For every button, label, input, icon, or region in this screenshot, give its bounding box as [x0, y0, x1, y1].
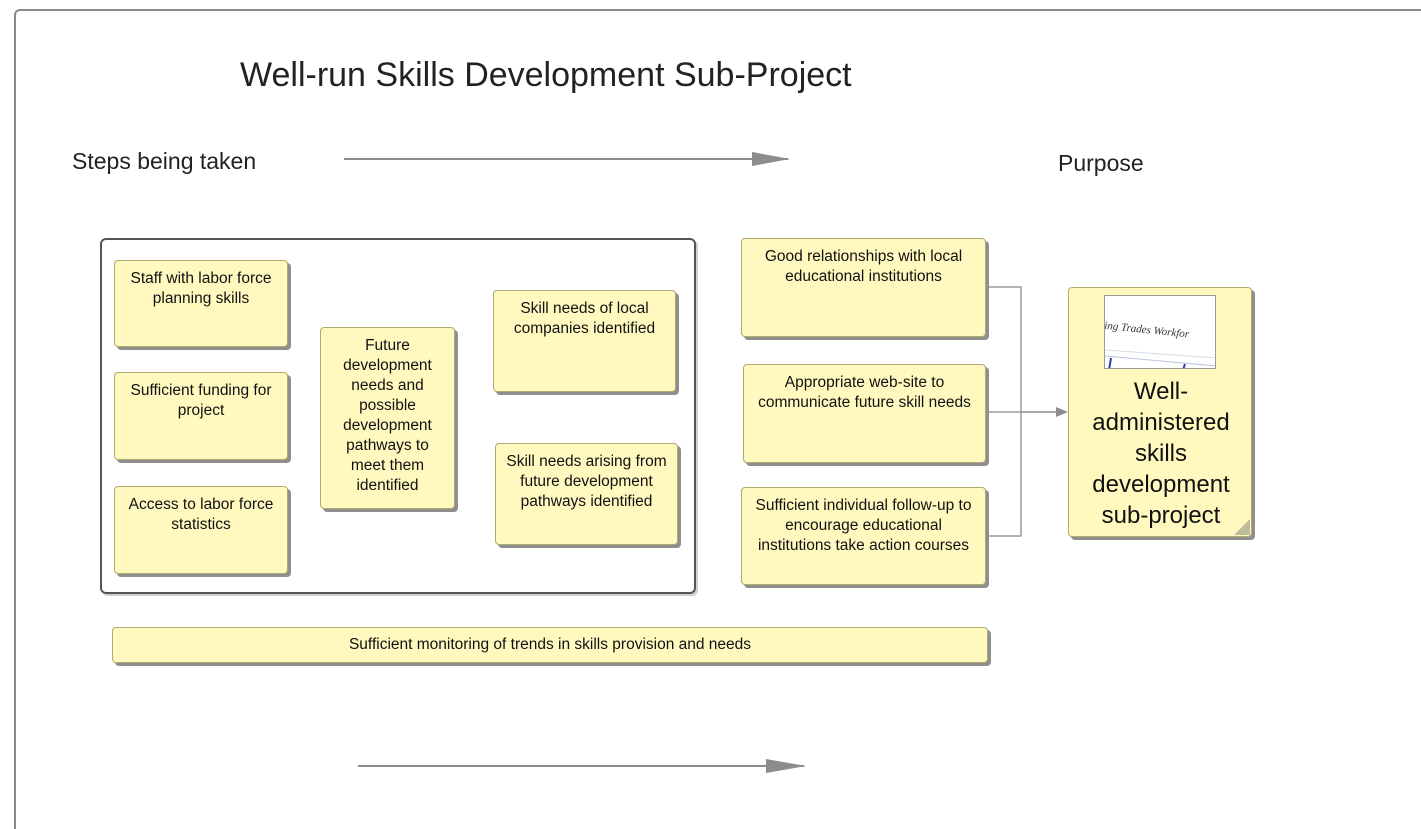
monitoring-note-text: Sufficient monitoring of trends in skill…	[348, 636, 752, 653]
step-note-text: Access to labor force statistics	[128, 496, 274, 533]
top-arrowhead	[752, 152, 790, 166]
step-note-text: Future development needs and possible de…	[343, 337, 432, 494]
outcome-note-text: Good relationships with local educationa…	[764, 248, 963, 285]
step-note[interactable]: Staff with labor force planning skills	[114, 260, 288, 347]
step-note[interactable]: Access to labor force statistics	[114, 486, 288, 574]
bottom-arrowhead	[766, 759, 806, 773]
purpose-card-text: Well-administered skills development sub…	[1092, 378, 1230, 529]
outcome-note[interactable]: Appropriate web-site to communicate futu…	[743, 364, 986, 463]
step-note-text: Skill needs of local companies identifie…	[513, 300, 656, 337]
outcome-note-text: Appropriate web-site to communicate futu…	[758, 374, 971, 411]
outcome-note[interactable]: Sufficient individual follow-up to encou…	[741, 487, 986, 585]
step-note[interactable]: Skill needs arising from future developm…	[495, 443, 678, 545]
outcome-note[interactable]: Good relationships with local educationa…	[741, 238, 986, 337]
diagram-title: Well-run Skills Development Sub-Project	[240, 56, 852, 94]
diagram-canvas	[14, 9, 1421, 829]
steps-group-frame	[100, 238, 696, 594]
thumbnail-caption: ling Trades Workfor	[1105, 319, 1190, 340]
steps-label: Steps being taken	[72, 148, 257, 174]
step-note[interactable]: Sufficient funding for project	[114, 372, 288, 460]
purpose-card[interactable]: ling Trades Workfor Well-administered sk…	[1068, 287, 1252, 537]
step-note[interactable]: Skill needs of local companies identifie…	[493, 290, 676, 392]
step-note-text: Sufficient funding for project	[130, 382, 272, 419]
step-note-text: Staff with labor force planning skills	[130, 270, 272, 307]
purpose-label: Purpose	[1058, 150, 1144, 176]
purpose-thumbnail: ling Trades Workfor	[1104, 295, 1216, 369]
step-note[interactable]: Future development needs and possible de…	[320, 327, 455, 509]
step-note-text: Skill needs arising from future developm…	[506, 453, 667, 510]
thumbnail-image: ling Trades Workfor	[1105, 319, 1215, 368]
monitoring-note[interactable]: Sufficient monitoring of trends in skill…	[112, 627, 988, 663]
purpose-arrowhead	[1056, 407, 1068, 417]
resize-handle[interactable]	[1234, 519, 1250, 535]
outcome-note-text: Sufficient individual follow-up to encou…	[755, 497, 972, 554]
